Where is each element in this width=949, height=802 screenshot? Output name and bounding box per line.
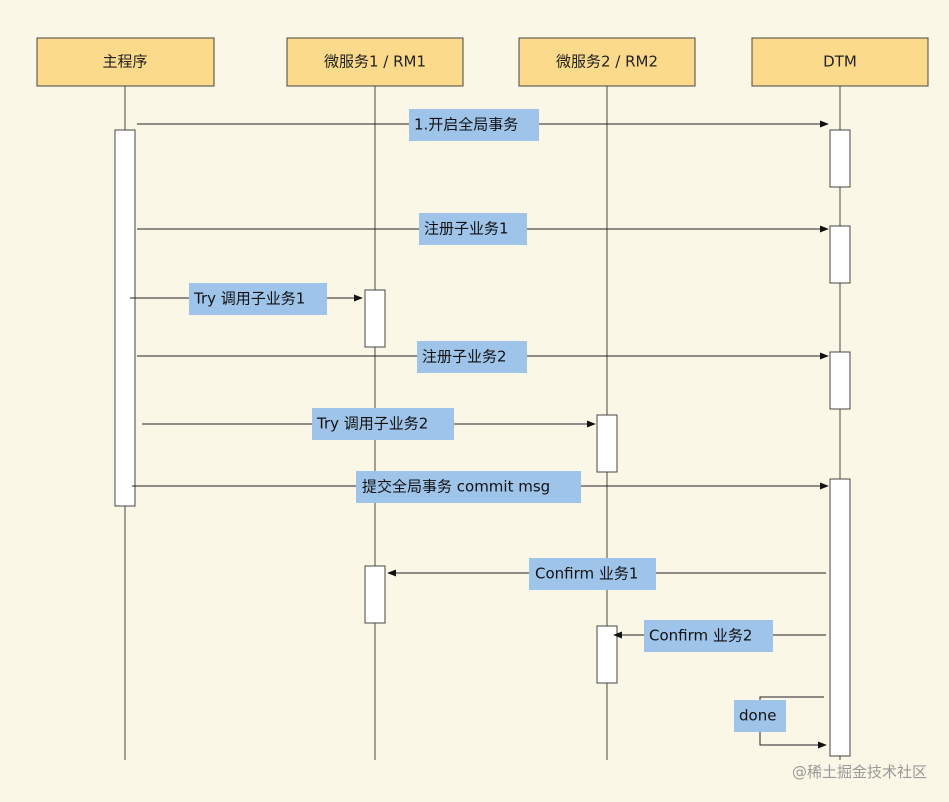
- actor-rm2-label: 微服务2 / RM2: [556, 53, 658, 71]
- message-3: Try 调用子业务1: [130, 283, 363, 315]
- activation-rm1-2: [364, 565, 386, 624]
- message-8-label: Confirm 业务2: [649, 627, 752, 645]
- watermark: @稀土掘金技术社区: [791, 763, 927, 781]
- message-1: 1.开启全局事务: [137, 109, 829, 141]
- activation-dtm-1: [829, 129, 851, 188]
- message-5-label: Try 调用子业务2: [316, 415, 428, 433]
- actor-dtm-label: DTM: [823, 53, 857, 71]
- message-7: Confirm 业务1: [387, 558, 826, 590]
- message-9-label: done: [739, 707, 776, 725]
- message-9-self: done: [734, 696, 827, 749]
- message-6-label: 提交全局事务 commit msg: [362, 478, 550, 496]
- message-4: 注册子业务2: [137, 341, 829, 373]
- actor-main-label: 主程序: [102, 53, 147, 71]
- activation-dtm-4: [829, 478, 851, 757]
- message-2: 注册子业务1: [137, 213, 829, 245]
- actor-rm1: 微服务1 / RM1: [286, 37, 464, 87]
- message-1-label: 1.开启全局事务: [414, 116, 518, 134]
- message-2-label: 注册子业务1: [424, 220, 509, 238]
- message-3-label: Try 调用子业务1: [193, 290, 305, 308]
- activation-rm2-1: [596, 414, 618, 473]
- message-6: 提交全局事务 commit msg: [132, 471, 829, 503]
- message-5: Try 调用子业务2: [142, 408, 596, 440]
- actor-main: 主程序: [36, 37, 215, 87]
- activation-dtm-2: [829, 225, 851, 284]
- activation-rm2-2: [596, 625, 618, 684]
- activation-main: [114, 129, 136, 507]
- actor-dtm: DTM: [751, 37, 929, 87]
- message-8: Confirm 业务2: [613, 620, 826, 652]
- message-7-label: Confirm 业务1: [535, 565, 638, 583]
- activation-dtm-3: [829, 351, 851, 410]
- activation-rm1-1: [364, 289, 386, 348]
- actor-rm2: 微服务2 / RM2: [518, 37, 696, 87]
- message-4-label: 注册子业务2: [422, 348, 507, 366]
- actor-rm1-label: 微服务1 / RM1: [324, 53, 426, 71]
